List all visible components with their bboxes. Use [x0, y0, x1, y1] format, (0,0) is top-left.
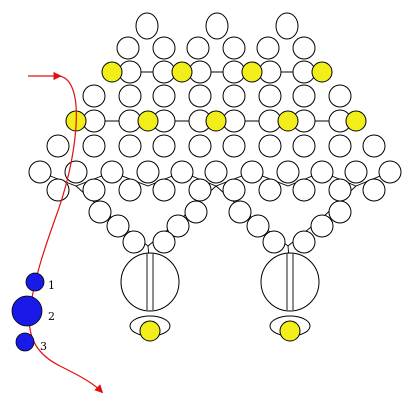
bead: [292, 178, 316, 202]
yellow-bead: [345, 110, 367, 132]
bead-pattern: [28, 12, 402, 342]
bead: [152, 36, 176, 60]
legend-bead-3: [15, 332, 35, 352]
bead: [240, 160, 264, 184]
bead: [188, 84, 212, 108]
bead: [46, 178, 70, 202]
bead: [118, 178, 142, 202]
bead: [118, 84, 142, 108]
bead: [152, 230, 176, 254]
bead: [222, 134, 246, 158]
bead: [292, 36, 316, 60]
bead: [166, 214, 190, 238]
legend: 1 2 3: [11, 272, 55, 353]
bead: [82, 84, 106, 108]
bead: [82, 178, 106, 202]
bead: [362, 134, 386, 158]
bead: [170, 160, 194, 184]
bead: [152, 84, 176, 108]
bead: [378, 160, 402, 184]
bead: [328, 84, 352, 108]
bead: [222, 84, 246, 108]
yellow-bead: [205, 110, 227, 132]
bead: [184, 200, 208, 224]
legend-label-2: 2: [48, 310, 55, 323]
bead: [188, 178, 212, 202]
bead: [46, 134, 70, 158]
bead: [258, 84, 282, 108]
bead: [344, 160, 368, 184]
large-bead: [120, 252, 180, 312]
bead: [136, 160, 160, 184]
bead: [135, 12, 159, 40]
legend-label-1: 1: [48, 279, 55, 292]
bead: [152, 134, 176, 158]
bead: [118, 134, 142, 158]
bead: [122, 230, 146, 254]
bead: [262, 230, 286, 254]
bead: [100, 160, 124, 184]
bead: [258, 134, 282, 158]
bead: [152, 178, 176, 202]
legend-bead-2: [11, 295, 43, 327]
bead: [246, 214, 270, 238]
legend-bead-1: [25, 272, 45, 292]
bead: [188, 134, 212, 158]
bead: [82, 134, 106, 158]
bead: [222, 178, 246, 202]
bead: [292, 134, 316, 158]
thread-path-arrow: [28, 71, 104, 394]
bead: [310, 214, 334, 238]
bead: [328, 200, 352, 224]
bead: [228, 200, 252, 224]
yellow-bead: [277, 110, 299, 132]
bead: [328, 178, 352, 202]
bead: [106, 214, 130, 238]
bead: [204, 160, 228, 184]
bead: [116, 36, 140, 60]
bead: [276, 160, 300, 184]
bead: [28, 160, 52, 184]
yellow-bead: [137, 110, 159, 132]
bead: [362, 178, 386, 202]
bead: [256, 36, 280, 60]
large-bead: [260, 252, 320, 312]
bead: [205, 12, 229, 40]
yellow-bead: [171, 61, 193, 83]
bead: [292, 230, 316, 254]
bead: [310, 160, 334, 184]
yellow-bead: [139, 320, 161, 342]
bead: [275, 12, 299, 40]
bead: [88, 200, 112, 224]
thread-path: [28, 75, 104, 394]
yellow-bead: [241, 61, 263, 83]
yellow-bead: [311, 61, 333, 83]
yellow-bead: [101, 61, 123, 83]
yellow-bead: [279, 320, 301, 342]
bead: [64, 160, 88, 184]
bead: [186, 36, 210, 60]
bead: [258, 178, 282, 202]
bead: [222, 36, 246, 60]
legend-label-3: 3: [40, 340, 47, 353]
bead: [292, 84, 316, 108]
bead: [328, 134, 352, 158]
